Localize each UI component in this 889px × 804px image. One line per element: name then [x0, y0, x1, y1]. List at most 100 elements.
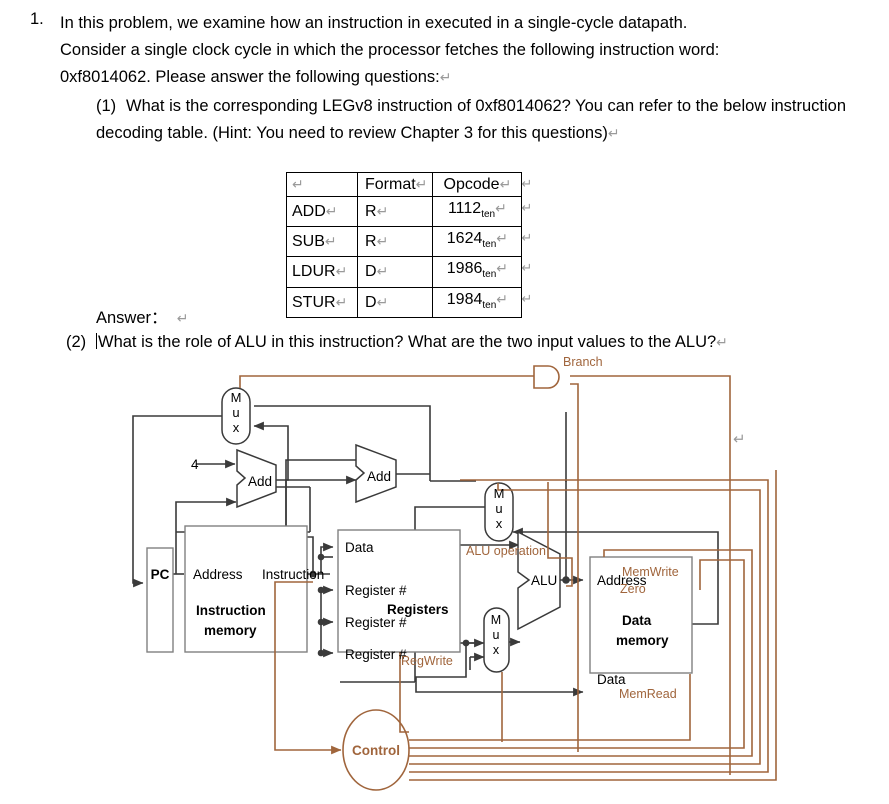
mux-mid-x: x — [496, 516, 503, 531]
branch-label: Branch — [563, 355, 603, 369]
pilcrow-icon: ↵ — [499, 176, 512, 192]
problem-number: 1. — [30, 10, 44, 28]
row-format: D↵ — [356, 256, 434, 288]
four-label: 4 — [191, 457, 199, 472]
table-row: ADD↵ R↵ 1112ten↵↵ — [286, 195, 532, 228]
register-num-3: Register # — [345, 647, 407, 662]
control-label: Control — [352, 743, 400, 758]
pilcrow-icon: ↵ — [325, 203, 338, 220]
row-opcode-value: 1986 — [446, 260, 483, 278]
pilcrow-icon: ↵ — [496, 290, 509, 307]
registers-label: Registers — [387, 602, 449, 617]
sub-question-2-body: What is the role of ALU in this instruct… — [98, 333, 717, 351]
single-cycle-datapath-diagram: PC Address Instruction Instruction memor… — [0, 352, 889, 804]
register-num-2: Register # — [345, 615, 407, 630]
row-name-label: SUB — [292, 233, 325, 251]
problem-1: 1. In this problem, we examine how an in… — [30, 10, 875, 147]
problem-line-1: In this problem, we examine how an instr… — [60, 14, 688, 32]
row-name: LDUR↵ — [286, 256, 358, 288]
memread-label: MemRead — [619, 687, 677, 701]
table-row: SUB↵ R↵ 1624ten↵↵ — [286, 226, 532, 258]
row-opcode-value: 1984 — [446, 290, 483, 308]
instruction-label: Instruction — [262, 567, 324, 582]
mux-alu-m: M — [491, 613, 501, 627]
pilcrow-icon: ↵ — [716, 334, 728, 350]
row-format-label: D — [365, 263, 377, 281]
sub-question-2: (2) What is the role of ALU in this inst… — [66, 333, 876, 352]
table-header-format-label: Format — [365, 176, 416, 193]
table-row: LDUR↵ D↵ 1986ten↵↵ — [286, 256, 532, 288]
mux-top-m: M — [231, 390, 242, 405]
data-memory-l1: Data — [622, 613, 652, 628]
row-format: R↵ — [356, 195, 434, 228]
row-opcode-sub: ten — [482, 269, 497, 281]
answer-label-text: Answer： — [96, 309, 168, 327]
pilcrow-icon: ↵ — [292, 176, 304, 192]
answer-label: Answer： ↵ — [96, 304, 188, 328]
pilcrow-icon: ↵ — [521, 200, 533, 215]
row-opcode-value: 1112 — [447, 200, 482, 217]
problem-body: In this problem, we examine how an instr… — [60, 10, 875, 147]
pilcrow-icon: ↵ — [495, 200, 507, 216]
table-header-row: ↵ Format↵ Opcode↵↵ — [286, 172, 532, 197]
row-opcode: 1984ten↵↵ — [432, 286, 532, 318]
end-pilcrow-icon: ↵ — [733, 431, 746, 448]
instruction-memory-l2: memory — [204, 623, 257, 638]
row-opcode-sub: ten — [482, 239, 497, 251]
sub-question-2-text: What is the role of ALU in this instruct… — [96, 333, 728, 351]
row-opcode: 1986ten↵↵ — [432, 256, 532, 288]
row-name-label: ADD — [292, 203, 326, 221]
row-format: R↵ — [356, 226, 434, 258]
pilcrow-icon: ↵ — [496, 260, 509, 277]
row-name: ADD↵ — [286, 195, 358, 228]
regwrite-label: RegWrite — [401, 654, 453, 668]
alu-label: ALU — [531, 573, 557, 588]
pc-label: PC — [151, 567, 170, 582]
pilcrow-icon: ↵ — [176, 310, 189, 326]
pilcrow-icon: ↵ — [335, 263, 348, 280]
mux-mid-u: u — [495, 501, 502, 516]
pilcrow-icon: ↵ — [521, 230, 533, 246]
row-opcode-sub: ten — [482, 299, 497, 311]
row-name: SUB↵ — [286, 226, 358, 258]
zero-label: Zero — [620, 582, 646, 596]
table-header-opcode-label: Opcode — [443, 176, 500, 193]
instruction-decoding-table: ↵ Format↵ Opcode↵↵ ADD↵ R↵ 1112ten↵↵ SUB… — [286, 172, 532, 318]
add-right-label: Add — [367, 469, 391, 484]
pilcrow-icon: ↵ — [335, 293, 348, 310]
pilcrow-icon: ↵ — [376, 203, 389, 220]
pilcrow-icon: ↵ — [521, 176, 533, 191]
row-format-label: R — [365, 203, 377, 221]
sub-question-1: (1) What is the corresponding LEGv8 inst… — [96, 93, 875, 147]
table-row: STUR↵ D↵ 1984ten↵↵ — [286, 286, 532, 318]
pilcrow-icon: ↵ — [376, 263, 389, 280]
row-opcode: 1624ten↵↵ — [432, 226, 532, 258]
mux-mid-m: M — [494, 486, 505, 501]
sub-question-1-text: What is the corresponding LEGv8 instruct… — [96, 97, 846, 142]
row-name-label: LDUR — [292, 263, 336, 281]
address-dm-label: Address — [597, 573, 647, 588]
row-opcode: 1112ten↵↵ — [432, 195, 532, 228]
pilcrow-icon: ↵ — [324, 233, 337, 250]
alu-operation-label: ALU operation — [466, 544, 546, 558]
problem-line-2: Consider a single clock cycle in which t… — [60, 41, 720, 59]
sub-question-2-label: (2) — [66, 333, 87, 351]
row-name: STUR↵ — [286, 286, 358, 318]
row-opcode-value: 1624 — [446, 230, 483, 248]
mux-alu-x: x — [493, 643, 500, 657]
address-im-label: Address — [193, 567, 243, 582]
row-name-label: STUR — [292, 293, 336, 311]
table-header-format: Format↵ — [356, 172, 434, 197]
pilcrow-icon: ↵ — [496, 230, 509, 247]
pilcrow-icon: ↵ — [439, 69, 452, 85]
row-format-label: D — [365, 293, 377, 311]
table-header-opcode: Opcode↵↵ — [432, 172, 532, 197]
sub-question-1-body: What is the corresponding LEGv8 instruct… — [96, 97, 847, 142]
add-left-label: Add — [248, 474, 272, 489]
sub-question-1-label: (1) — [96, 97, 117, 115]
data-dm-label: Data — [597, 672, 626, 687]
pilcrow-icon: ↵ — [521, 290, 533, 306]
problem-line-3-text: 0xf8014062. Please answer the following … — [60, 68, 440, 86]
table-header-blank: ↵ — [286, 172, 358, 197]
